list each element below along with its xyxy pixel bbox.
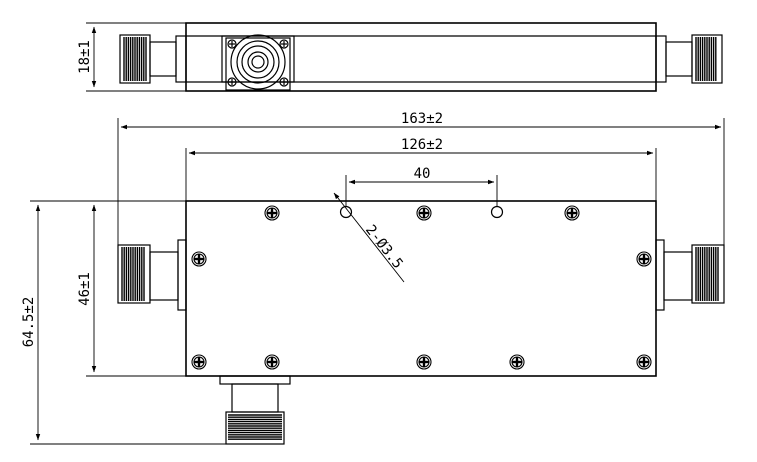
front-view-bottom-connector-icon — [219, 375, 291, 445]
front-view-body — [185, 200, 657, 377]
screw-icon — [416, 354, 432, 370]
top-view-body — [185, 22, 657, 92]
top-view-right-connector-icon — [655, 34, 723, 84]
top-view-center-connector-icon — [225, 34, 291, 91]
dim-overall-height: 64.5±2 — [21, 297, 37, 348]
dim-hole-callout: 2-Ø3.5 — [362, 222, 406, 272]
screw-icon — [264, 354, 280, 370]
dim-body-length: 126±2 — [401, 137, 443, 153]
front-view-screws — [191, 205, 652, 370]
screw-icon — [191, 354, 207, 370]
front-view-left-connector-icon — [117, 239, 187, 311]
screw-icon — [636, 251, 652, 267]
mounting-hole-right — [490, 205, 504, 219]
front-view-right-connector-icon — [655, 239, 725, 311]
screw-icon — [191, 251, 207, 267]
screw-icon — [564, 205, 580, 221]
mounting-hole-left — [339, 205, 353, 219]
screw-icon — [264, 205, 280, 221]
dim-overall-length: 163±2 — [401, 111, 443, 127]
screw-icon — [416, 205, 432, 221]
screw-icon — [636, 354, 652, 370]
dim-top-view-height: 18±1 — [77, 40, 93, 74]
dim-hole-spacing: 40 — [414, 166, 431, 182]
front-view: 40 126±2 163±2 2-Ø3.5 46±1 64.5±2 — [21, 111, 725, 445]
dim-body-height: 46±1 — [77, 272, 93, 306]
screw-icon — [509, 354, 525, 370]
top-view-left-connector-icon — [119, 34, 187, 84]
top-view: 18±1 — [77, 22, 723, 92]
